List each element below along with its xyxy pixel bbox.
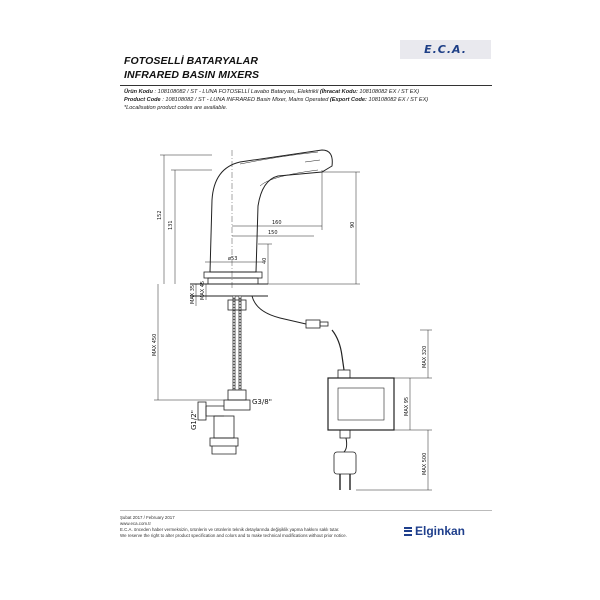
footer-note-tr: E.C.A. önceden haber vermeksizin, ürünle… bbox=[120, 527, 340, 532]
export-code-en-text: 108108082 EX / ST EX) bbox=[368, 97, 429, 103]
product-code-tr-text: : 108108082 / ST - LUNA FOTOSELLİ Lavabo… bbox=[154, 89, 319, 95]
dim-max35: MAX 35 bbox=[190, 285, 196, 304]
angle-valve bbox=[197, 389, 251, 455]
dim-160: 160 bbox=[272, 220, 282, 226]
product-code-tr-label: Ürün Kodu bbox=[124, 89, 153, 95]
power-plug bbox=[333, 437, 357, 490]
footer-note-en: We reserve the right to alter product sp… bbox=[120, 533, 347, 538]
elginkan-brand: Elginkan bbox=[404, 524, 465, 538]
product-code-en-text: : 108108082 / ST - LUNA INFRARED Basin M… bbox=[162, 97, 329, 103]
footer-date: Şubat 2017 / February 2017 bbox=[120, 515, 175, 520]
dim-max95: MAX 95 bbox=[404, 397, 410, 416]
eca-logo: E.C.A. bbox=[400, 40, 491, 59]
dimension-lines bbox=[154, 154, 432, 491]
dim-40: 40 bbox=[262, 258, 268, 264]
dim-g12: G1/2" bbox=[190, 410, 198, 430]
dim-152: 152 bbox=[157, 210, 163, 220]
title-turkish: FOTOSELLİ BATARYALAR bbox=[124, 55, 259, 67]
header-divider bbox=[120, 85, 492, 86]
dim-131: 131 bbox=[168, 220, 174, 230]
dim-max500: MAX 500 bbox=[422, 453, 428, 475]
title-english: INFRARED BASIN MIXERS bbox=[124, 69, 260, 81]
dim-53: ø53 bbox=[228, 256, 237, 262]
dim-90: 90 bbox=[350, 222, 356, 228]
dim-150: 150 bbox=[268, 230, 278, 236]
countertop bbox=[190, 283, 268, 297]
footer-divider bbox=[120, 510, 492, 511]
dim-max45: MAX 45 bbox=[200, 281, 206, 300]
dim-max320: MAX 320 bbox=[422, 346, 428, 368]
localisation-note: *Localisation product codes are availabl… bbox=[124, 105, 228, 111]
flexible-hoses bbox=[227, 296, 247, 390]
export-code-en-label: (Export Code: bbox=[329, 97, 367, 103]
export-code-tr-text: 108108082 EX / ST EX) bbox=[359, 89, 420, 95]
elginkan-mark-icon bbox=[404, 526, 412, 536]
footer-web[interactable]: www.eca.com.tr bbox=[120, 521, 151, 526]
eca-logo-text: E.C.A. bbox=[424, 43, 467, 56]
dim-max450: MAX 450 bbox=[152, 334, 158, 356]
export-code-tr-label: (İhracat Kodu: bbox=[319, 89, 358, 95]
product-code-en-label: Product Code bbox=[124, 97, 161, 103]
product-code-tr: Ürün Kodu : 108108082 / ST - LUNA FOTOSE… bbox=[124, 89, 419, 95]
product-code-en: Product Code : 108108082 / ST - LUNA INF… bbox=[124, 97, 428, 103]
dim-g38: G3/8" bbox=[252, 398, 272, 406]
sensor-cable bbox=[251, 295, 351, 379]
control-box bbox=[327, 377, 395, 439]
brand-name: Elginkan bbox=[415, 524, 466, 538]
dimension-labels: 152 131 160 150 90 40 ø53 MAX 35 MAX 45 … bbox=[152, 210, 428, 475]
